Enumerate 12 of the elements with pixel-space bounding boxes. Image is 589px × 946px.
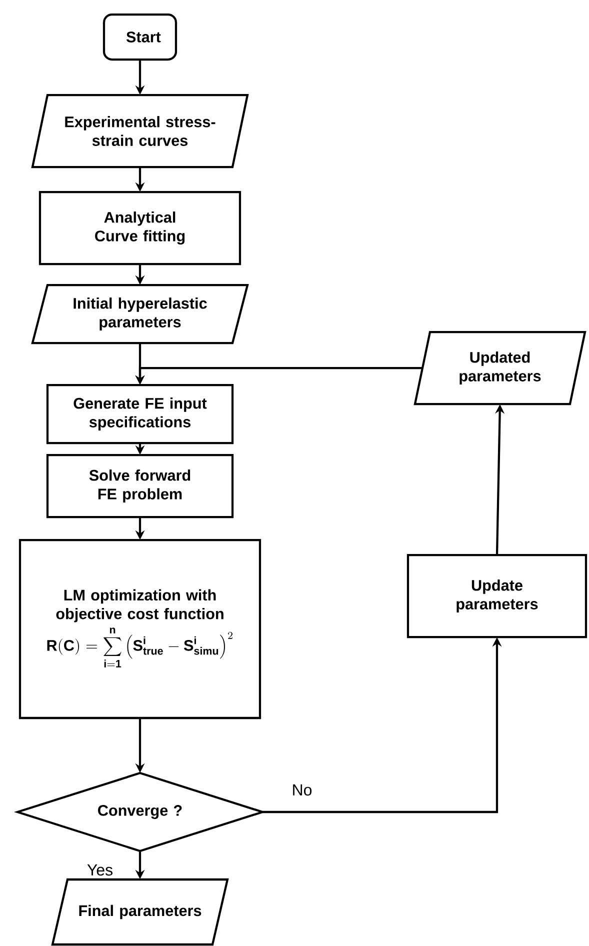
process-box: LM optimization with objective cost function $\mathbf{R}(\mathbf{C}) = \sum_{\mathbf{i=1}}^{\mathbf{n}} \left(\mathbf{S}^{\mathbf{i}}_{\mathbf{true}} - \mathbf{S}^{\mathbf{i}}_{\mathbf{simu}}\right)^{2}$	[18, 538, 262, 720]
process-box: Analytical Curve fitting	[38, 190, 242, 266]
output-parallelogram: Final parameters	[51, 878, 229, 946]
process-box: Update parameters	[406, 554, 588, 638]
input-parallelogram: Updated parameters	[414, 330, 586, 406]
process-box: Generate FE input specifications	[46, 384, 234, 444]
edge-label: No	[290, 783, 314, 797]
start-box: Start	[102, 13, 178, 61]
input-parallelogram: Initial hyperelastic parameters	[31, 284, 249, 344]
input-parallelogram: Experimental stress-strain curves	[31, 94, 249, 168]
process-box: Solve forward FE problem	[46, 454, 234, 518]
edge-label: Yes	[86, 863, 114, 877]
